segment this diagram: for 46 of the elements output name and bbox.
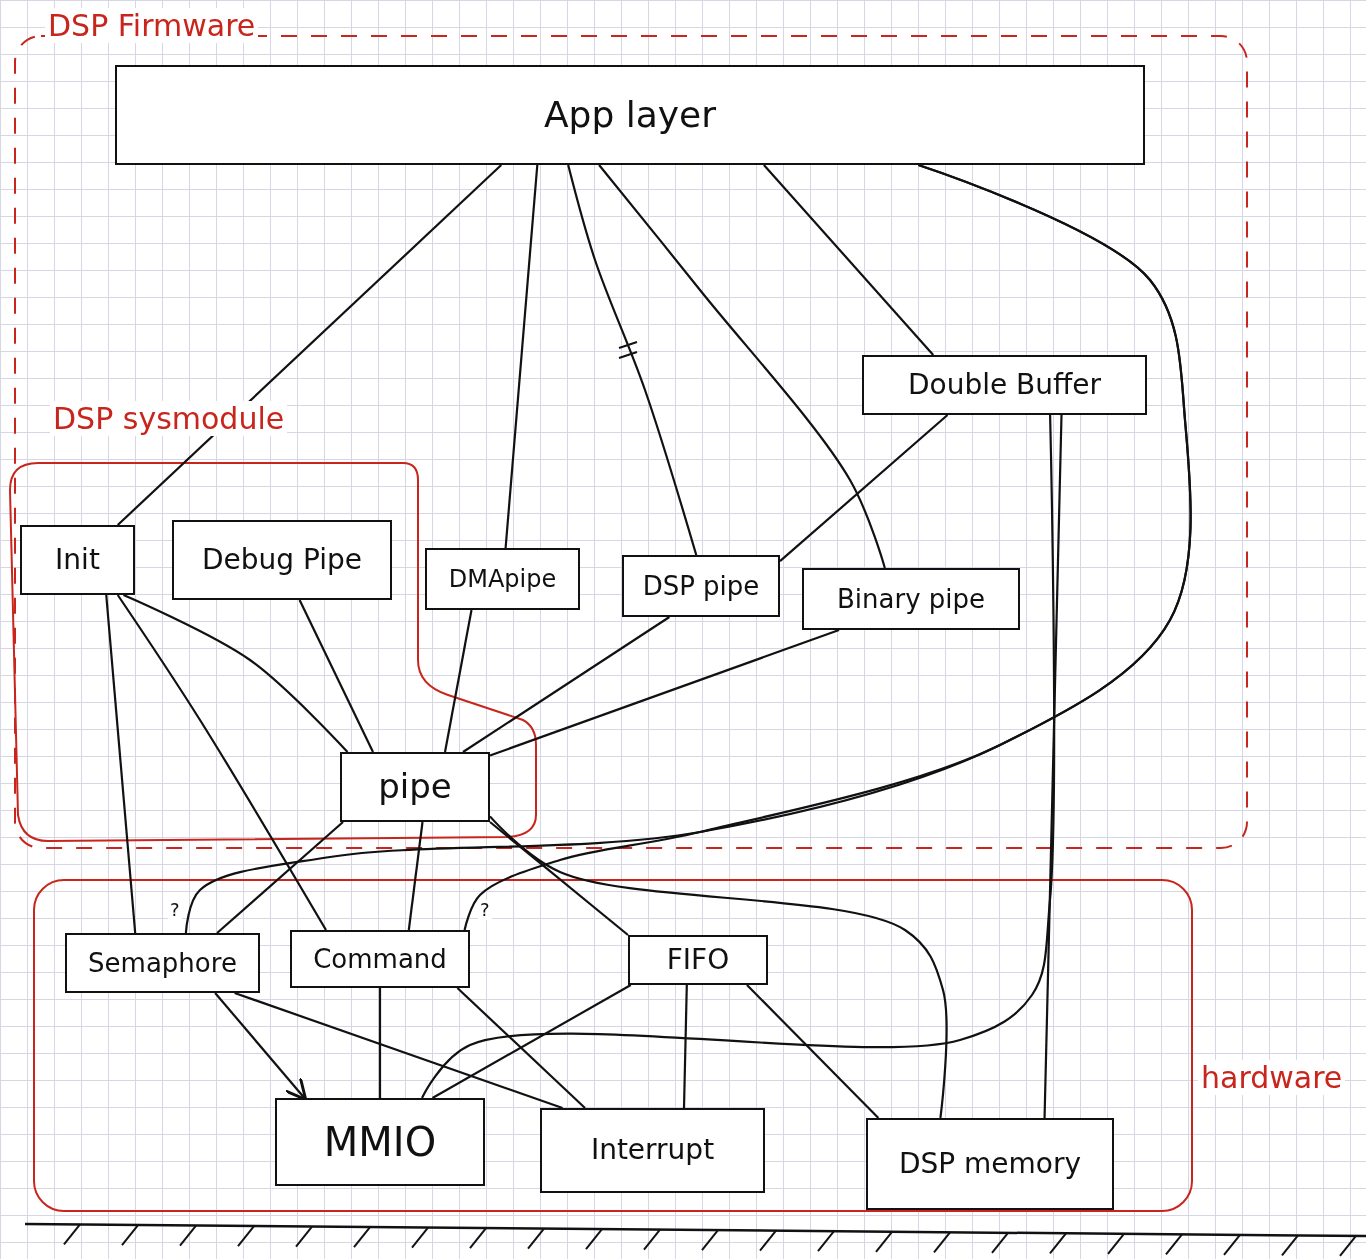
connector-line — [489, 815, 948, 1119]
connector-line — [214, 992, 308, 1101]
connector-line — [456, 987, 586, 1109]
connector-line — [431, 984, 632, 1099]
module-box: pipe — [340, 752, 490, 822]
connector-line — [763, 164, 935, 356]
module-box: Debug Pipe — [172, 520, 392, 600]
connector-line — [746, 984, 880, 1119]
module-box: Binary pipe — [802, 568, 1020, 630]
connector-line — [298, 599, 374, 753]
module-box: App layer — [115, 65, 1145, 165]
module-box: Semaphore — [65, 933, 260, 993]
module-box: Command — [290, 930, 470, 988]
connector-line — [117, 164, 502, 526]
connector-line — [598, 164, 886, 569]
connector-line — [489, 628, 840, 757]
module-box: Double Buffer — [862, 355, 1147, 415]
connector-line — [567, 164, 698, 556]
connector-line — [407, 821, 424, 931]
group-heading: hardware — [1198, 1060, 1346, 1095]
connector-line — [105, 594, 137, 934]
module-box: Init — [20, 525, 135, 595]
connector-line — [234, 991, 563, 1110]
module-box: DMApipe — [425, 548, 580, 610]
connector-line — [463, 163, 1192, 931]
group-heading: DSP Firmware — [45, 8, 259, 43]
connector-line — [462, 616, 670, 753]
connector-line — [779, 414, 949, 563]
connector-line — [504, 164, 539, 549]
connector-line — [123, 594, 349, 753]
connector-line — [116, 594, 327, 931]
module-box: MMIO — [275, 1098, 485, 1186]
connector-line — [682, 984, 688, 1109]
module-box: Interrupt — [540, 1108, 765, 1193]
module-box: DSP memory — [866, 1118, 1114, 1210]
group-heading: DSP sysmodule — [50, 401, 288, 436]
connector-line — [443, 609, 473, 753]
connector-line — [489, 821, 629, 936]
connector-line — [216, 821, 344, 934]
module-box: FIFO — [628, 935, 768, 985]
module-box: DSP pipe — [622, 555, 780, 617]
edge-label: ? — [168, 900, 182, 920]
connector-line — [1043, 414, 1063, 1119]
connector-line — [421, 414, 1056, 1099]
connector-line — [378, 988, 382, 1098]
edge-label: ? — [478, 900, 492, 920]
